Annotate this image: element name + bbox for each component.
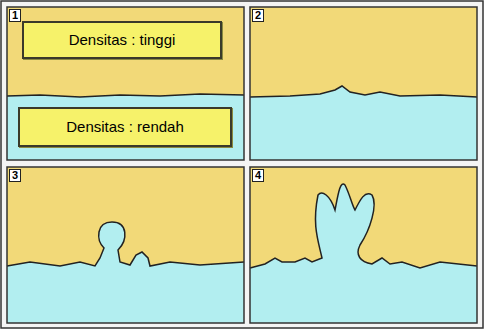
light-fluid	[250, 86, 477, 160]
density-label: Densitas : tinggi	[69, 31, 176, 49]
panel-frame	[7, 7, 244, 160]
density-label-box: Densitas : rendah	[18, 107, 232, 147]
heavy-fluid	[250, 7, 477, 160]
density-label: Densitas : rendah	[66, 118, 184, 136]
panel-frame	[250, 167, 477, 323]
panel-frame	[250, 7, 477, 160]
heavy-fluid	[7, 167, 244, 323]
heavy-fluid	[7, 7, 244, 160]
light-fluid	[7, 222, 244, 323]
panel-number: 3	[9, 169, 21, 182]
interface-line	[7, 94, 244, 97]
interface-line	[250, 184, 477, 268]
panel-number: 4	[252, 169, 264, 182]
panel-frame	[7, 167, 244, 323]
density-label-box: Densitas : tinggi	[22, 21, 222, 59]
panel-number: 1	[9, 9, 21, 22]
interface-line	[250, 86, 477, 97]
panel-number: 2	[252, 9, 264, 22]
light-fluid	[250, 184, 477, 323]
heavy-fluid	[250, 167, 477, 323]
interface-line	[7, 222, 244, 266]
light-fluid	[7, 94, 244, 160]
